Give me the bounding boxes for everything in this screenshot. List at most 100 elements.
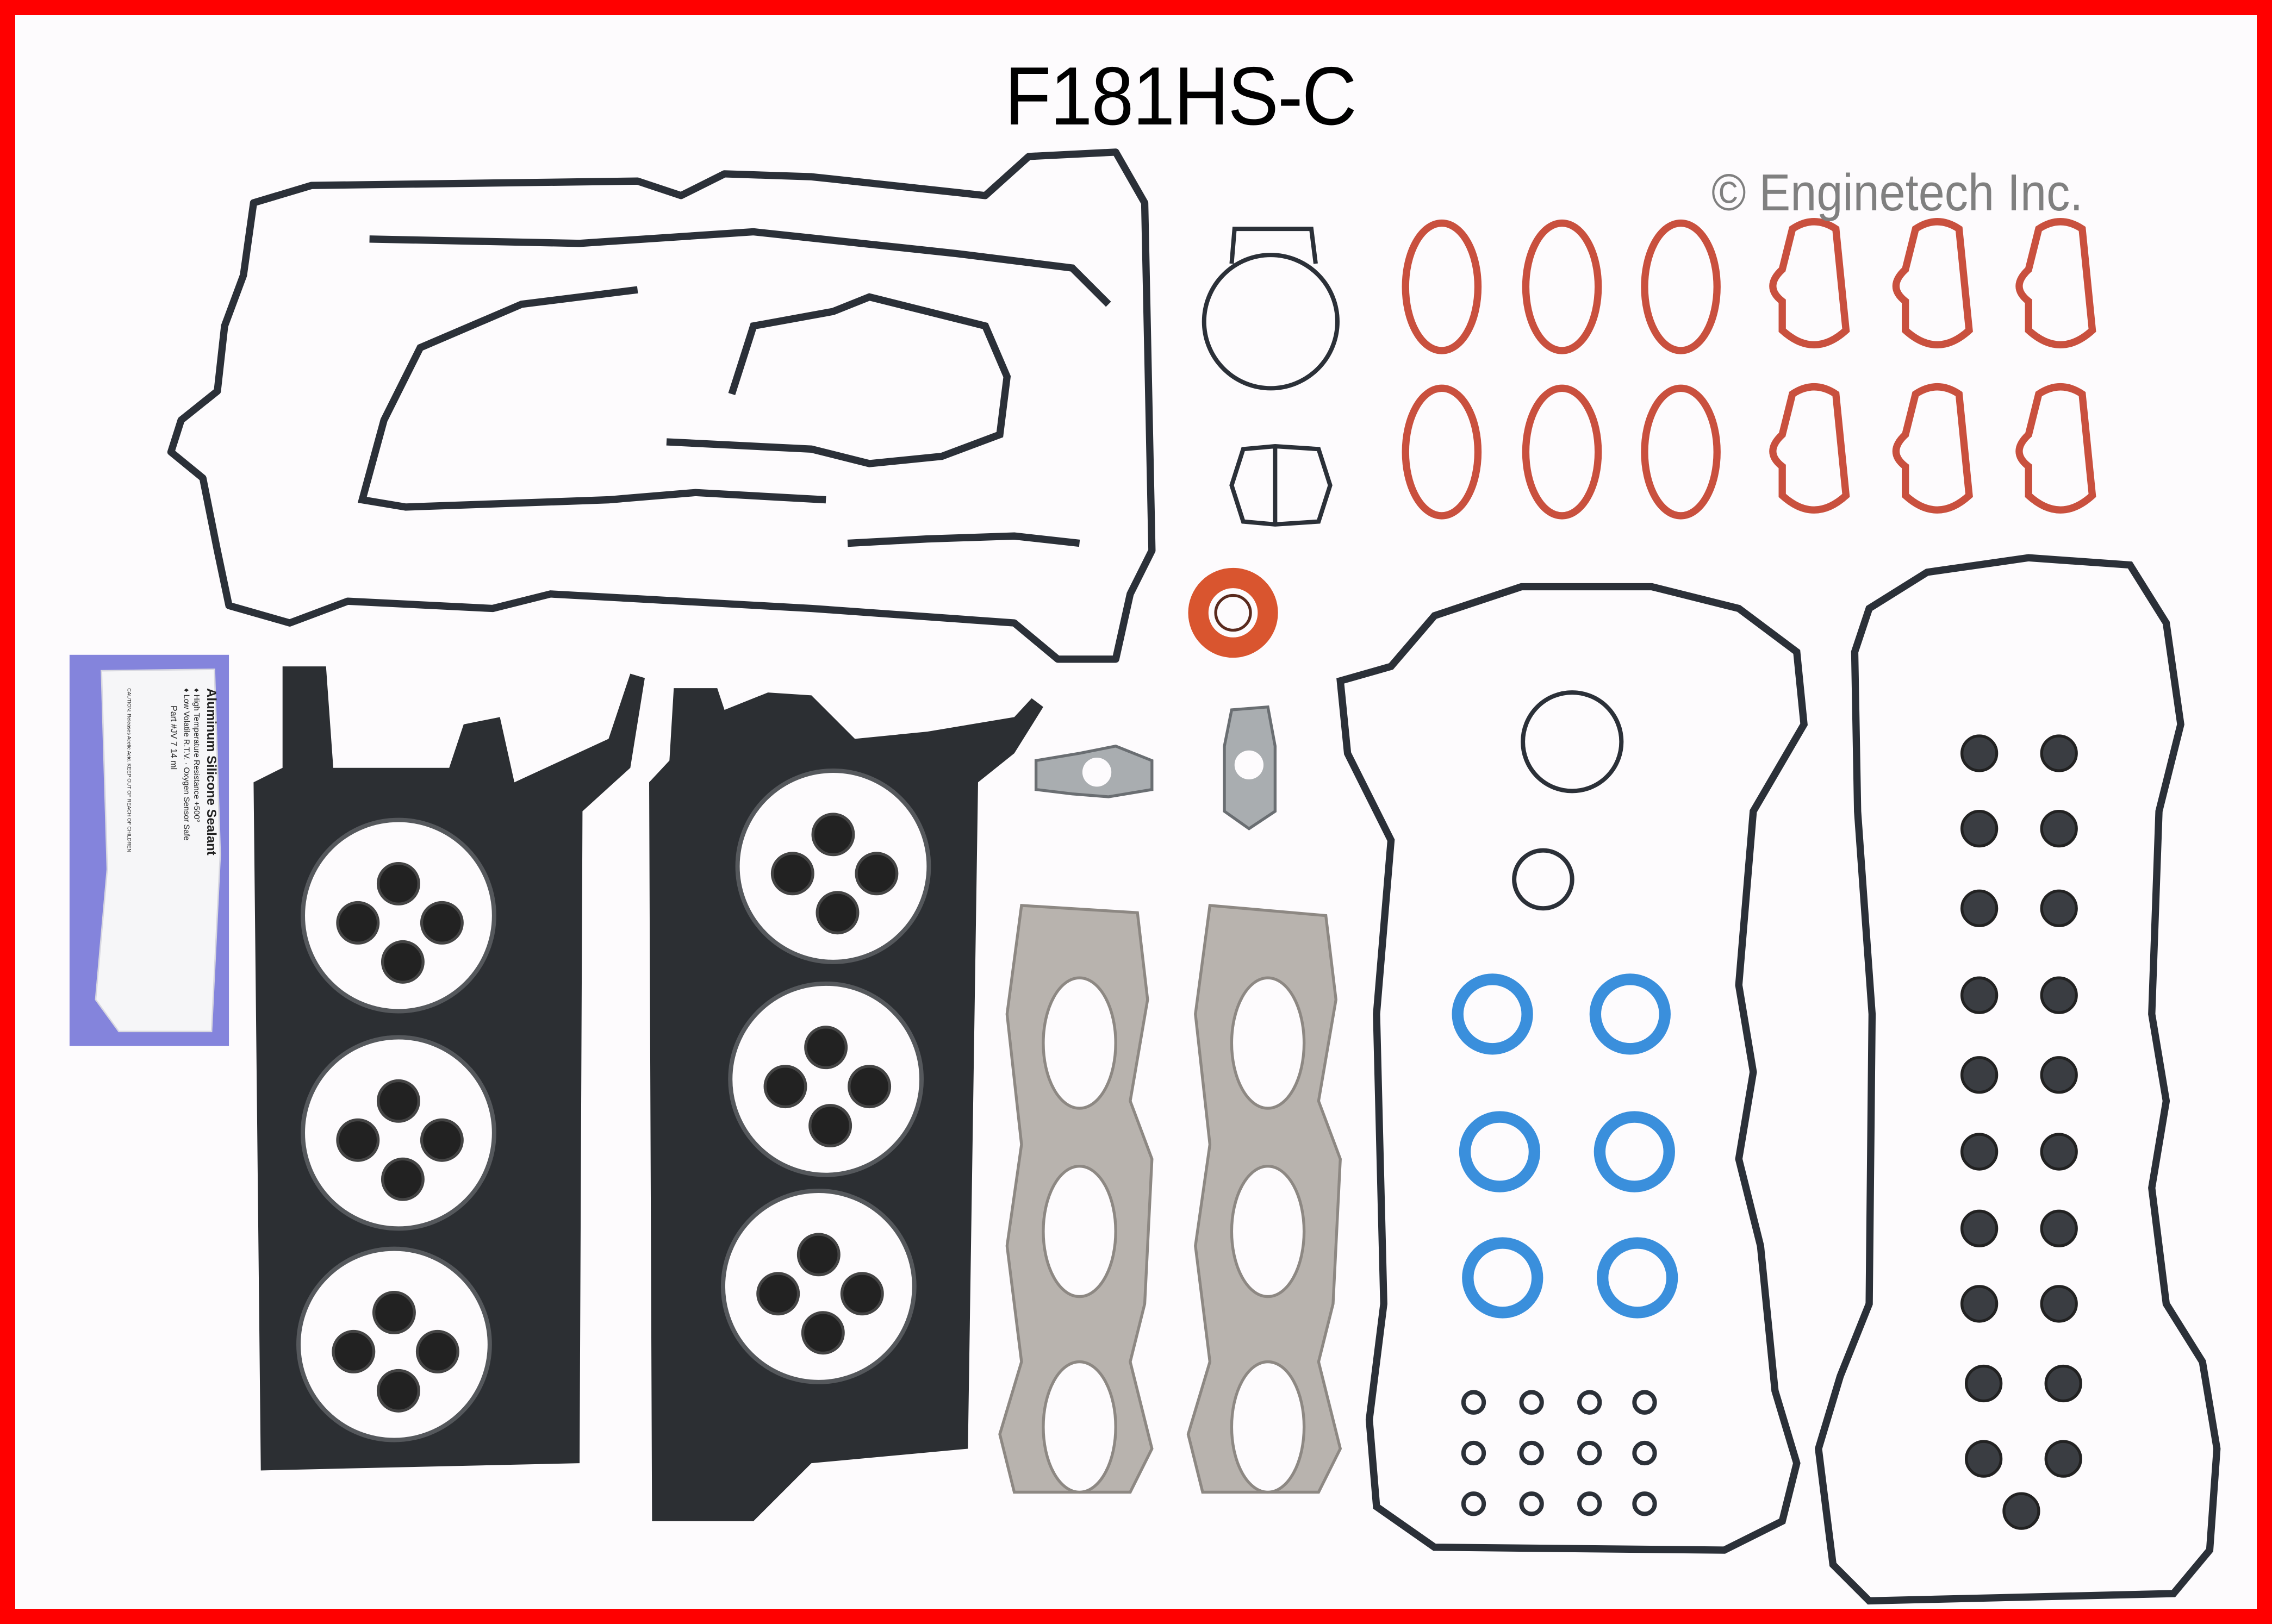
cylinder-bores: [296, 769, 931, 1442]
round-gasket-tab: [1229, 227, 1318, 264]
sealant-feature-2: ♦ Low Volatile R.T.V. · Oxygen Sensor Sa…: [182, 688, 190, 840]
small-o-ring: [1461, 1491, 1486, 1516]
copyright-watermark: © Enginetech Inc.: [1711, 164, 2083, 222]
exhaust-ports: [1042, 976, 1306, 1494]
valve-cover-gasket-left: [167, 148, 1156, 663]
timing-cover-gasket-bottom: [847, 532, 1080, 547]
cylinder-bore: [301, 1035, 496, 1231]
small-o-ring: [1461, 1390, 1486, 1415]
egr-gasket-1-hole: [1082, 758, 1112, 787]
valve-stem-seal: [808, 1104, 852, 1148]
valve-cover-grommet: [1964, 1440, 2003, 1478]
valve-cover-grommet: [1960, 889, 1999, 927]
o-ring-large: [1521, 690, 1624, 794]
small-o-ring: [1577, 1390, 1602, 1415]
valve-cover-grommets: [1960, 734, 2082, 1530]
intake-gasket-lobed: [1769, 383, 1850, 514]
valve-cover-grommet: [1964, 1364, 2003, 1403]
intake-gasket-oval: [1522, 384, 1602, 520]
cylinder-bore: [735, 769, 931, 964]
spark-plug-tube-seal: [1589, 973, 1671, 1055]
valve-stem-seal: [381, 1157, 425, 1201]
valve-stem-seal: [415, 1329, 459, 1373]
valve-stem-seal: [381, 940, 425, 984]
valve-cover-grommet: [2040, 810, 2078, 848]
valve-stem-seal: [763, 1065, 807, 1109]
valve-stem-seal: [801, 1311, 845, 1355]
cylinder-bore: [301, 817, 496, 1014]
egr-gasket-2-hole: [1234, 750, 1264, 780]
intake-gasket-oval: [1641, 384, 1721, 520]
valve-stem-seal: [804, 1026, 848, 1070]
sealant-part: Part #JV 7 14 ml: [169, 705, 178, 770]
valve-stem-seal: [376, 861, 420, 905]
intake-gasket-oval: [1641, 219, 1721, 354]
cylinder-bore: [296, 1246, 492, 1442]
small-o-ring: [1519, 1390, 1544, 1415]
double-o-gasket: [1229, 444, 1333, 527]
valve-cover-grommet: [1960, 810, 1999, 848]
spark-plug-tube-seal: [1459, 1111, 1541, 1192]
spark-plug-tube-seal: [1593, 1111, 1675, 1192]
exhaust-port-opening: [1042, 976, 1117, 1110]
sealant-title: Aluminum Silicone Sealant: [204, 688, 219, 855]
round-gasket: [1202, 253, 1340, 391]
exhaust-port-opening: [1230, 1360, 1306, 1494]
valve-cover-grommet: [2040, 1285, 2078, 1323]
sealant-caution: CAUTION: Releases Acetic Acid. KEEP OUT …: [127, 688, 132, 852]
timing-cover-gasket-inner: [666, 293, 1011, 467]
small-o-ring: [1519, 1491, 1544, 1516]
valve-cover-grommet: [1960, 1285, 1999, 1323]
exhaust-port-opening: [1042, 1360, 1117, 1494]
valve-cover-grommet: [1960, 1056, 1999, 1094]
spark-plug-tube-seal: [1597, 1237, 1678, 1319]
intake-gaskets: [1402, 218, 2096, 520]
valve-stem-seal: [811, 813, 855, 857]
intake-gasket-oval: [1402, 384, 1482, 520]
valve-cover-grommet: [2040, 1056, 2078, 1094]
valve-stem-seal: [855, 852, 899, 896]
valve-stem-seal: [420, 901, 464, 945]
valve-stem-seal: [420, 1118, 464, 1162]
valve-cover-gasket-middle: [1336, 583, 1808, 1554]
valve-stem-seal: [372, 1290, 416, 1334]
valve-cover-gasket-right: [1815, 554, 2221, 1605]
valve-cover-grommet: [1960, 734, 1999, 772]
valve-cover-grommet: [2040, 976, 2078, 1014]
valve-stem-seal: [376, 1369, 420, 1413]
spark-plug-tube-seals: [1452, 973, 1678, 1319]
valve-stem-seal: [332, 1329, 376, 1373]
intake-gasket-oval: [1402, 219, 1482, 354]
valve-stem-seal: [770, 852, 814, 896]
intake-gasket-oval: [1522, 219, 1602, 354]
intake-gasket-lobed: [1769, 218, 1850, 348]
valve-cover-grommet: [2044, 1440, 2082, 1478]
intake-gasket-lobed: [2015, 218, 2096, 348]
valve-cover-grommet: [2040, 734, 2078, 772]
spark-plug-tube-seal: [1462, 1237, 1543, 1319]
intake-gasket-lobed: [1892, 383, 1973, 514]
exhaust-port-opening: [1042, 1165, 1117, 1298]
intake-gasket-lobed: [1892, 218, 1973, 348]
part-number-title: F181HS-C: [1005, 50, 1357, 142]
valve-stem-seal: [336, 1118, 380, 1162]
valve-cover-grommet: [2040, 889, 2078, 927]
small-o-ring: [1577, 1491, 1602, 1516]
valve-cover-grommet: [1960, 1209, 1999, 1247]
valve-cover-grommet: [1960, 1133, 1999, 1171]
valve-cover-grommet: [2040, 1133, 2078, 1171]
valve-stem-seal: [336, 901, 380, 945]
sealant-feature-1: ♦ High Temperature Resistance +500°: [192, 688, 201, 822]
valve-stem-seal: [796, 1233, 841, 1277]
valve-stem-seal: [756, 1272, 800, 1316]
sealant-label: Aluminum Silicone Sealant ♦ High Tempera…: [127, 688, 219, 855]
small-o-ring: [1577, 1440, 1602, 1466]
intake-gasket-lobed: [2015, 383, 2096, 514]
exhaust-port-opening: [1230, 1165, 1306, 1298]
cylinder-bore: [720, 1189, 917, 1384]
cylinder-bore: [728, 981, 924, 1177]
valve-cover-grommet: [1960, 976, 1999, 1014]
valve-stem-seal: [816, 891, 860, 935]
